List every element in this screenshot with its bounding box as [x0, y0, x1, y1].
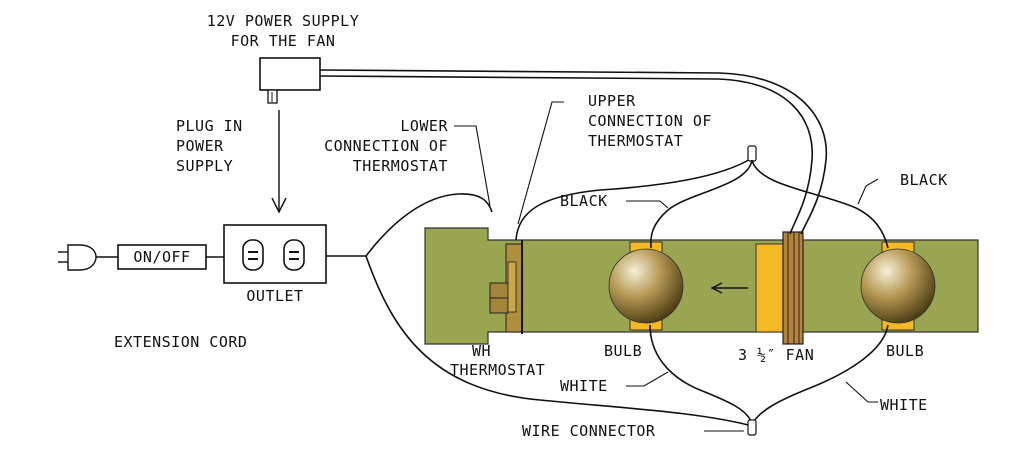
wooden-board: [424, 227, 979, 345]
fan-label: 3 ½″ FAN: [738, 346, 814, 364]
power-supply: [259, 57, 321, 104]
svg-text:WH: WH: [472, 342, 491, 360]
svg-text:PLUG IN: PLUG IN: [176, 117, 243, 135]
black-wire-right: [751, 159, 889, 249]
black-right-label: BLACK: [900, 171, 948, 189]
white-right-label: WHITE: [880, 396, 928, 414]
plug-in-arrow-icon: [271, 110, 287, 214]
svg-text:THERMOSTAT: THERMOSTAT: [450, 361, 545, 379]
plug-icon: [58, 244, 97, 271]
fan-power-wire: [319, 69, 828, 235]
svg-text:LOWER: LOWER: [400, 117, 448, 135]
plug-in-label: PLUG IN POWER SUPPLY: [176, 117, 243, 175]
wire-connector-label: WIRE CONNECTOR: [522, 422, 656, 440]
svg-text:POWER: POWER: [176, 137, 224, 155]
svg-text:FOR THE FAN: FOR THE FAN: [231, 32, 336, 50]
outlet: [223, 224, 327, 284]
white-wire-right: [751, 324, 889, 425]
black-wire-left: [649, 159, 753, 249]
black-left-label: BLACK: [560, 192, 608, 210]
upper-connection-label: UPPER CONNECTION OF THERMOSTAT: [588, 92, 712, 150]
fan: [755, 231, 804, 345]
thermostat: [489, 240, 523, 334]
bulb-left: [608, 248, 684, 324]
cord-upper-wire: [365, 193, 493, 257]
lower-connection-label: LOWER CONNECTION OF THERMOSTAT: [324, 117, 448, 175]
extension-cord-label: EXTENSION CORD: [114, 333, 247, 351]
outlet-label: OUTLET: [246, 287, 303, 305]
thermostat-upper-wire: [515, 157, 753, 241]
svg-text:UPPER: UPPER: [588, 92, 636, 110]
svg-text:THERMOSTAT: THERMOSTAT: [353, 157, 448, 175]
thermostat-label: WH THERMOSTAT: [450, 342, 545, 379]
svg-text:SUPPLY: SUPPLY: [176, 157, 233, 175]
bulb-right-label: BULB: [886, 342, 924, 360]
svg-text:THERMOSTAT: THERMOSTAT: [588, 132, 683, 150]
fan-power-wire-2: [319, 75, 813, 235]
power-supply-label: 12V POWER SUPPLY FOR THE FAN: [207, 12, 360, 50]
svg-text:CONNECTION OF: CONNECTION OF: [588, 112, 712, 130]
svg-text:CONNECTION OF: CONNECTION OF: [324, 137, 448, 155]
svg-text:12V POWER SUPPLY: 12V POWER SUPPLY: [207, 12, 360, 30]
white-wire-left: [649, 324, 753, 425]
upper-wire-connector: [747, 145, 757, 162]
white-left-label: WHITE: [560, 377, 608, 395]
lower-wire-connector: [747, 419, 757, 436]
bulb-left-label: BULB: [604, 342, 642, 360]
cord-lower-wire: [365, 255, 753, 427]
bulb-right: [860, 248, 936, 324]
airflow-arrow-icon: [710, 282, 748, 294]
on-off-label: ON/OFF: [133, 248, 190, 266]
